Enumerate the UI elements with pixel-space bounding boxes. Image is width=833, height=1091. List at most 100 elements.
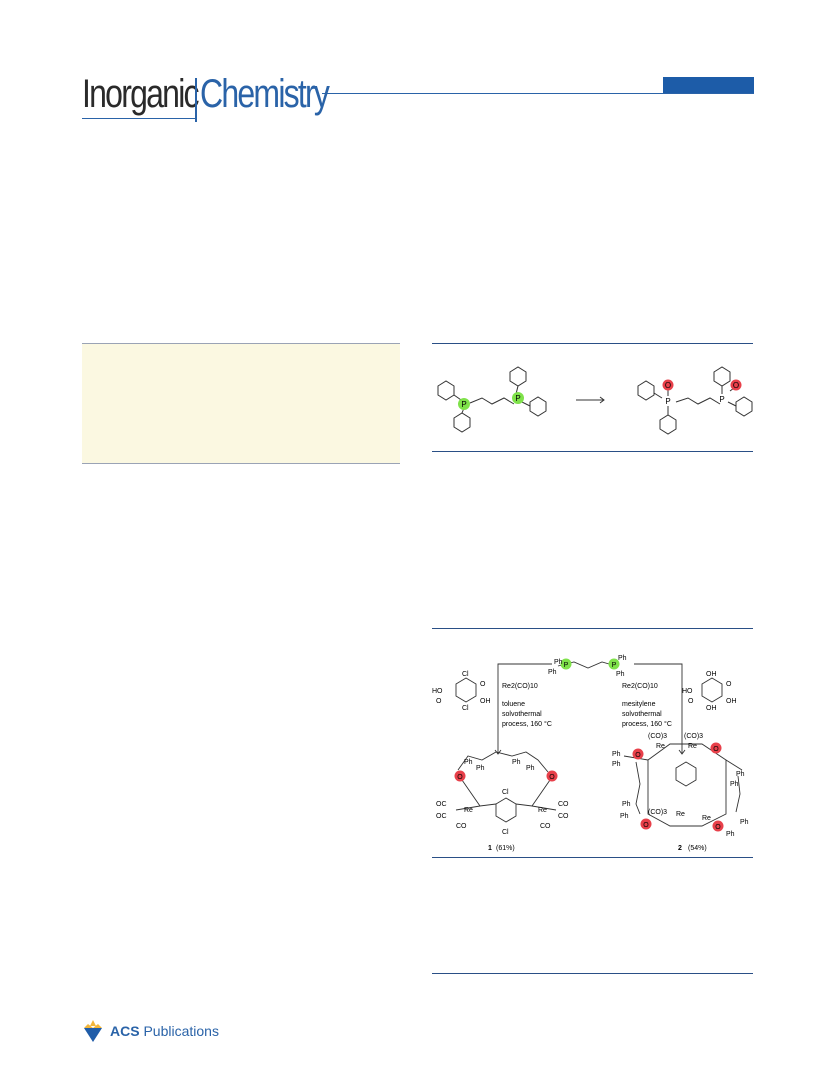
- right-conditions-1: mesitylene: [622, 701, 656, 708]
- right-reagent-o-1: O: [688, 698, 694, 705]
- p2-o-highlight-4: [712, 820, 724, 832]
- p2-re-4: Re: [702, 815, 711, 822]
- left-reagent-cl-top: Cl: [462, 671, 469, 678]
- p2-co3-3: (CO)3: [648, 809, 667, 816]
- product1-yield: (61%): [496, 845, 515, 852]
- p2-atom-o-2: O: [713, 746, 719, 753]
- ligand-ph-2: Ph: [548, 669, 557, 676]
- publisher-name: ACS Publications: [110, 1023, 219, 1039]
- left-reagent-ho: HO: [432, 688, 443, 695]
- lower-rule: [432, 973, 753, 974]
- right-reagent-oh-side: OH: [726, 698, 737, 705]
- abstract-box: [82, 343, 400, 464]
- p1-ph-3: Ph: [512, 759, 521, 766]
- ligand-ph-4: Ph: [616, 671, 625, 678]
- scheme1-figure: P P P O P O: [437, 366, 753, 435]
- atom-p-2: P: [515, 394, 520, 403]
- p-highlight-2: [512, 392, 524, 404]
- ligand-p-highlight-2: [608, 658, 620, 670]
- logo-divider: [195, 78, 197, 122]
- product1-number: 1: [488, 845, 492, 852]
- p2-ph-3: Ph: [736, 771, 745, 778]
- p1-ph-1: Ph: [464, 759, 473, 766]
- left-conditions-1: toluene: [502, 701, 525, 708]
- journal-title-word-1: Inorganic: [82, 72, 200, 116]
- right-reagent-oh-bottom: OH: [706, 705, 717, 712]
- ligand-ph-3: Ph: [618, 655, 627, 662]
- o-highlight-1: [662, 379, 674, 391]
- p2-o-highlight-2: [710, 742, 722, 754]
- p2-atom-o-4: O: [715, 824, 721, 831]
- atom-p-4: P: [719, 395, 724, 404]
- p2-ph-5: Ph: [622, 801, 631, 808]
- p1-ph-4: Ph: [526, 765, 535, 772]
- p1-re-1: Re: [464, 807, 473, 814]
- p-highlight-1: [458, 398, 470, 410]
- p2-re-1: Re: [656, 743, 665, 750]
- ligand-ph-1: Ph: [554, 659, 563, 666]
- left-conditions-3: process, 160 °C: [502, 720, 552, 728]
- p2-atom-o-1: O: [635, 752, 641, 759]
- o-highlight-2: [730, 379, 742, 391]
- right-conditions-3: process, 160 °C: [622, 720, 672, 728]
- left-reagent-oh: OH: [480, 698, 491, 705]
- scheme2-figure: P P Ph Ph Ph Ph HO Cl Cl OH O O HO OH OH…: [432, 655, 749, 852]
- p2-o-highlight-3: [640, 818, 652, 830]
- product2-number: 2: [678, 845, 682, 852]
- p2-re-2: Re: [688, 743, 697, 750]
- p1-atom-o-1: O: [457, 774, 463, 781]
- p2-ph-4: Ph: [730, 781, 739, 788]
- ligand-p-highlight-1: [560, 658, 572, 670]
- acs-publications-logo: ACS Publications: [80, 1018, 219, 1044]
- scheme2-top-rule: [432, 628, 753, 629]
- p2-ph-2: Ph: [612, 761, 621, 768]
- left-reagent-o-1: O: [436, 698, 442, 705]
- atom-p-1: P: [461, 400, 466, 409]
- acs-emblem-icon: [84, 1020, 102, 1042]
- publisher-name-rest: Publications: [139, 1023, 219, 1039]
- right-reagent-line: Re2(CO)10: [622, 683, 658, 690]
- p2-atom-o-3: O: [643, 822, 649, 829]
- right-reagent-oh-top: OH: [706, 671, 717, 678]
- p1-co-3: CO: [558, 813, 569, 820]
- right-reagent-ho: HO: [682, 688, 693, 695]
- p1-o-highlight-1: [454, 770, 466, 782]
- left-reagent-o-2: O: [480, 681, 486, 688]
- left-reagent-line: Re2(CO)10: [502, 683, 538, 690]
- scheme2-bottom-rule: [432, 857, 753, 858]
- header-rule: [322, 93, 754, 94]
- p2-ph-1: Ph: [612, 751, 621, 758]
- scheme1-bottom-rule: [432, 451, 753, 452]
- ligand-p-1: P: [564, 662, 569, 669]
- p1-co-2: CO: [558, 801, 569, 808]
- right-reagent-o-2: O: [726, 681, 732, 688]
- p1-atom-o-2: O: [549, 774, 555, 781]
- p1-cl-1: Cl: [502, 789, 509, 796]
- article-type-tab: [663, 77, 754, 93]
- atom-o-2: O: [733, 381, 739, 390]
- p1-co-4: CO: [540, 823, 551, 830]
- p1-oc-1: OC: [436, 801, 447, 808]
- p1-ph-2: Ph: [476, 765, 485, 772]
- p2-co3-2: (CO)3: [684, 733, 703, 740]
- p1-re-2: Re: [538, 807, 547, 814]
- p1-co-1: CO: [456, 823, 467, 830]
- p2-o-highlight-1: [632, 748, 644, 760]
- journal-title-word-2: Chemistry: [200, 72, 330, 116]
- left-reagent-cl-bottom: Cl: [462, 705, 469, 712]
- atom-p-3: P: [665, 397, 670, 406]
- p1-cl-2: Cl: [502, 829, 509, 836]
- p1-oc-2: OC: [436, 813, 447, 820]
- atom-o-1: O: [665, 381, 671, 390]
- p2-co3-1: (CO)3: [648, 733, 667, 740]
- p2-re-3: Re: [676, 811, 685, 818]
- scheme1-top-rule: [432, 343, 753, 344]
- p1-o-highlight-2: [546, 770, 558, 782]
- logo-underline: [82, 118, 195, 119]
- right-conditions-2: solvothermal: [622, 711, 662, 718]
- p2-ph-6: Ph: [620, 813, 629, 820]
- p2-ph-8: Ph: [726, 831, 735, 838]
- p2-ph-7: Ph: [740, 819, 749, 826]
- publisher-name-bold: ACS: [110, 1023, 140, 1039]
- product2-yield: (54%): [688, 845, 707, 852]
